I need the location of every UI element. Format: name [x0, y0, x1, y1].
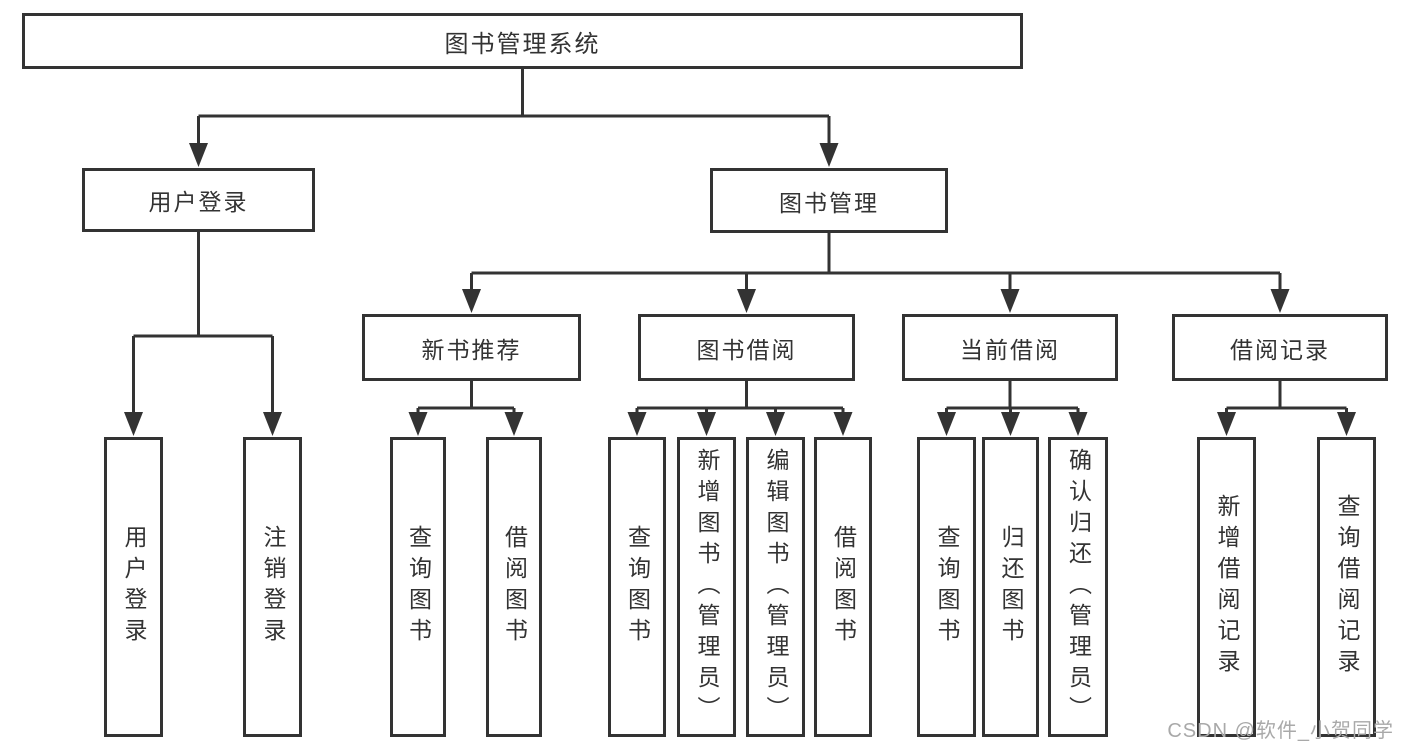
- node-label: 新增借阅记录: [1214, 494, 1240, 680]
- node-label: 查询借阅记录: [1334, 494, 1360, 680]
- node-label: 查询图书: [934, 525, 960, 649]
- node-label: 新书推荐: [421, 336, 522, 363]
- node-label: 借阅图书: [501, 525, 528, 649]
- csdn-watermark: CSDN @软件_小贺同学: [1167, 720, 1394, 742]
- node-label: 当前借阅: [960, 336, 1060, 363]
- leaf-recommend-borrow-book: 借阅图书: [486, 437, 542, 737]
- node-library-management-system: 图书管理系统: [22, 13, 1023, 69]
- leaf-borrow-query-book: 查询图书: [608, 437, 666, 737]
- leaf-record-add-borrow-record: 新增借阅记录: [1197, 437, 1256, 737]
- node-label: 借阅记录: [1230, 336, 1330, 363]
- node-label: 确认归还（管理员）: [1065, 447, 1092, 727]
- node-book-borrow: 图书借阅: [638, 314, 855, 381]
- node-label: 查询图书: [405, 525, 432, 649]
- leaf-user-login: 用户登录: [104, 437, 163, 737]
- node-label: 归还图书: [998, 525, 1024, 649]
- node-label: 编辑图书（管理员）: [763, 447, 789, 727]
- leaf-borrow-borrow-book: 借阅图书: [814, 437, 872, 737]
- node-label: 用户登录: [121, 525, 147, 649]
- leaf-borrow-edit-book-admin: 编辑图书（管理员）: [746, 437, 805, 737]
- node-borrow-record: 借阅记录: [1172, 314, 1388, 381]
- node-label: 新增图书（管理员）: [694, 447, 720, 727]
- leaf-record-query-borrow-record: 查询借阅记录: [1317, 437, 1376, 737]
- node-label: 查询图书: [624, 525, 651, 649]
- node-label: 借阅图书: [830, 525, 857, 649]
- leaf-logout-login: 注销登录: [243, 437, 302, 737]
- leaf-current-query-book: 查询图书: [917, 437, 976, 737]
- node-user-login: 用户登录: [82, 168, 315, 232]
- node-new-book-recommend: 新书推荐: [362, 314, 581, 381]
- node-book-management: 图书管理: [710, 168, 948, 233]
- leaf-current-return-book: 归还图书: [982, 437, 1039, 737]
- node-label: 图书借阅: [696, 336, 797, 363]
- node-current-borrow: 当前借阅: [902, 314, 1118, 381]
- leaf-borrow-add-book-admin: 新增图书（管理员）: [677, 437, 736, 737]
- leaf-recommend-query-book: 查询图书: [390, 437, 446, 737]
- node-label: 注销登录: [260, 525, 286, 649]
- node-label: 图书管理: [779, 189, 879, 216]
- leaf-current-confirm-return-admin: 确认归还（管理员）: [1048, 437, 1108, 737]
- node-label: 图书管理系统: [444, 30, 601, 58]
- node-label: 用户登录: [148, 189, 249, 215]
